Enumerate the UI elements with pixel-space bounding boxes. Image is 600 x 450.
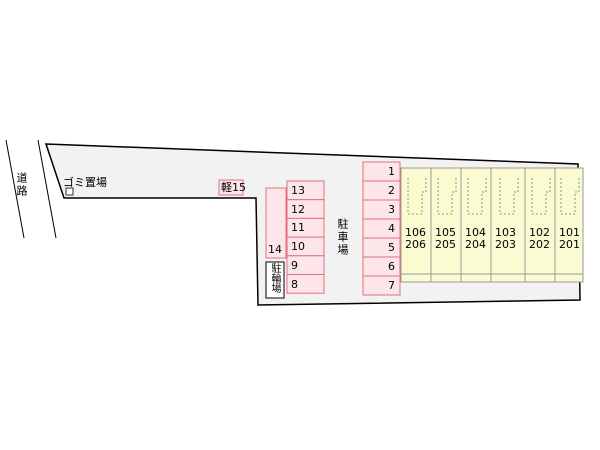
unit-entrance-outline bbox=[531, 178, 551, 215]
parking-space-label: 5 bbox=[388, 241, 395, 254]
building-corridor bbox=[400, 273, 584, 283]
unit-entrance-outline bbox=[407, 178, 427, 215]
unit-number-upper: 102 bbox=[529, 226, 550, 239]
unit-number-upper: 106 bbox=[405, 226, 426, 239]
unit-entrance-outline bbox=[499, 178, 519, 215]
unit-number-upper: 103 bbox=[495, 226, 516, 239]
parking-space-kei bbox=[218, 179, 244, 196]
parking-space-label: 4 bbox=[388, 222, 395, 235]
unit-number-lower: 206 bbox=[405, 238, 426, 251]
parking-space-label: 12 bbox=[291, 202, 305, 216]
road-label: 道路 bbox=[15, 172, 28, 198]
unit-number-lower: 203 bbox=[495, 238, 516, 251]
road-edge-right bbox=[37, 139, 57, 239]
bicycle-parking-label: 駐輪場 bbox=[269, 263, 280, 293]
parking-space-label: 10 bbox=[291, 240, 305, 254]
unit-number-lower: 201 bbox=[559, 238, 580, 251]
unit-number-lower: 204 bbox=[465, 238, 486, 251]
parking-space-label: 8 bbox=[291, 277, 298, 291]
road-edge-left bbox=[5, 139, 25, 239]
parking-space-label: 11 bbox=[291, 221, 305, 235]
parking-space-label: 6 bbox=[388, 260, 395, 273]
parking-space-label: 1 bbox=[388, 165, 395, 178]
parking-space-long-label: 14 bbox=[268, 243, 282, 256]
parking-lot-label: 駐車場 bbox=[336, 218, 349, 257]
parking-space-label: 3 bbox=[388, 203, 395, 216]
unit-entrance-outline bbox=[467, 178, 487, 215]
parking-space-label: 2 bbox=[388, 184, 395, 197]
parking-space-label: 13 bbox=[291, 184, 305, 197]
parking-space-label: 7 bbox=[388, 279, 395, 292]
parking-space-7 bbox=[362, 275, 401, 296]
garbage-area-label: ゴミ置場 bbox=[63, 176, 107, 189]
parking-space-long bbox=[265, 187, 287, 259]
unit-number-lower: 202 bbox=[529, 238, 550, 251]
parking-space-8 bbox=[286, 274, 325, 294]
apartment-building bbox=[400, 167, 584, 275]
bicycle-parking-box bbox=[265, 261, 285, 299]
unit-entrance-outline bbox=[560, 178, 580, 215]
unit-number-upper: 105 bbox=[435, 226, 456, 239]
parking-space-kei-label: 軽15 bbox=[221, 181, 246, 194]
unit-entrance-outline bbox=[437, 178, 457, 215]
garbage-station-icon bbox=[65, 187, 74, 196]
parking-space-label: 9 bbox=[291, 258, 298, 272]
unit-number-upper: 104 bbox=[465, 226, 486, 239]
unit-number-lower: 205 bbox=[435, 238, 456, 251]
unit-number-upper: 101 bbox=[559, 226, 580, 239]
